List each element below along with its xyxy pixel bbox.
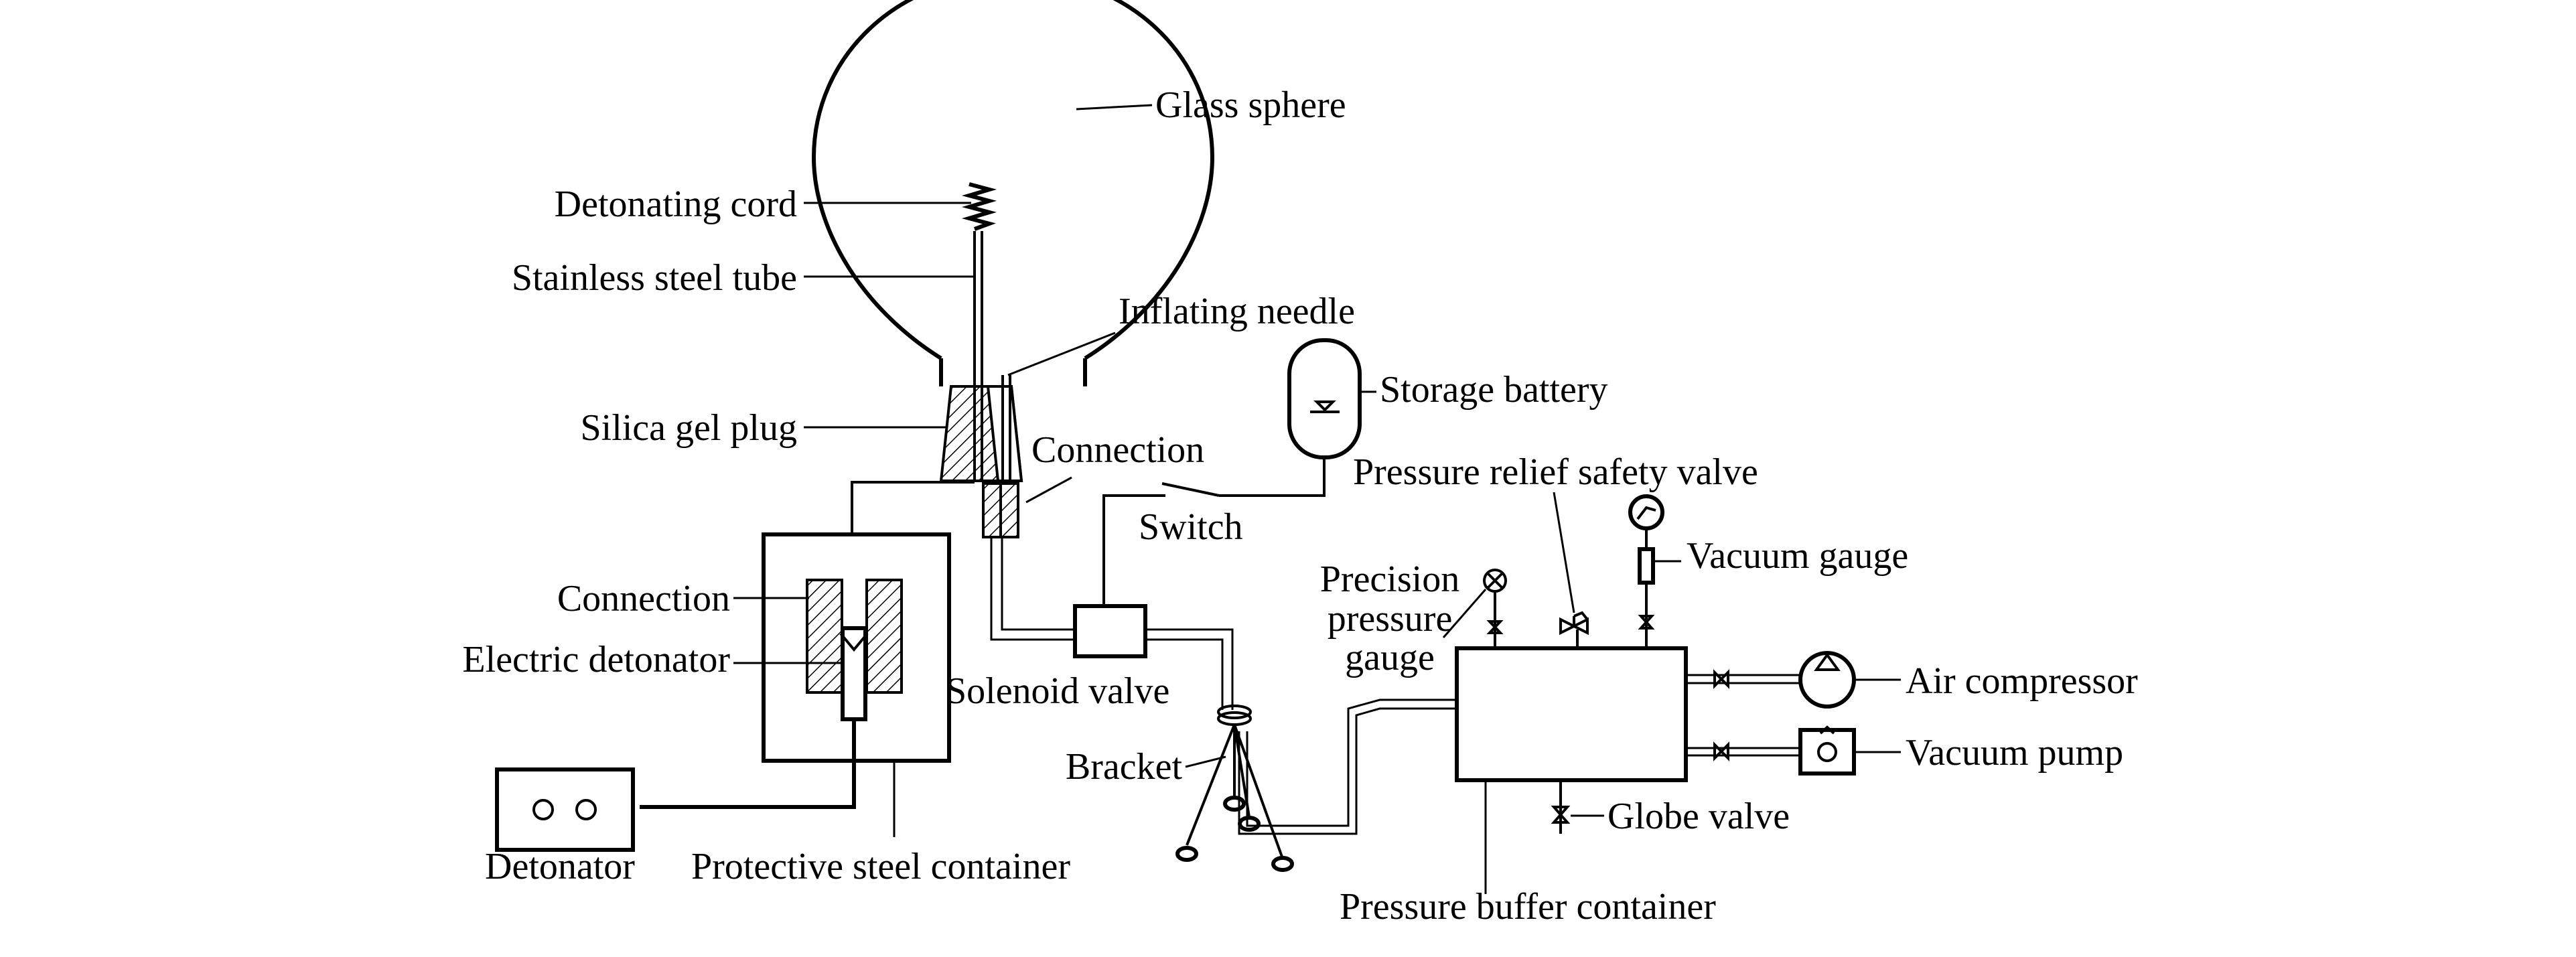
air-compressor-line bbox=[1686, 669, 1800, 689]
label-glass-sphere: Glass sphere bbox=[1155, 84, 1346, 126]
label-pressure-relief-safety-valve: Pressure relief safety valve bbox=[1353, 451, 1758, 493]
label-pressure-buffer-container: Pressure buffer container bbox=[1340, 886, 1716, 928]
vacuum-gauge bbox=[1628, 494, 1664, 648]
label-globe-valve: Globe valve bbox=[1607, 796, 1790, 837]
inflating-needle bbox=[1001, 375, 1011, 482]
label-connection-left: Connection bbox=[557, 578, 730, 619]
label-switch: Switch bbox=[1139, 506, 1243, 548]
label-protective-steel-container: Protective steel container bbox=[691, 846, 1070, 887]
pressure-buffer-container bbox=[1455, 646, 1688, 782]
air-compressor bbox=[1798, 651, 1856, 709]
vacuum-pump bbox=[1798, 725, 1856, 776]
precision-pressure-gauge bbox=[1483, 569, 1507, 648]
bracket-tripod bbox=[1175, 705, 1294, 872]
leader-lines bbox=[733, 104, 1901, 894]
storage-battery bbox=[1287, 338, 1362, 459]
solenoid-valve bbox=[1073, 604, 1147, 658]
gas-line-to-solenoid bbox=[990, 537, 1075, 641]
detonating-cord bbox=[961, 182, 997, 231]
label-detonating-cord: Detonating cord bbox=[555, 183, 797, 225]
label-silica-gel-plug: Silica gel plug bbox=[580, 407, 797, 449]
label-precision-line-3: gauge bbox=[1345, 637, 1435, 678]
pressure-relief-safety-valve bbox=[1559, 611, 1589, 648]
label-vacuum-gauge: Vacuum gauge bbox=[1687, 535, 1908, 577]
vacuum-pump-line bbox=[1686, 741, 1800, 761]
label-precision-line-1: Precision bbox=[1320, 559, 1459, 600]
label-bracket: Bracket bbox=[1066, 746, 1183, 788]
label-storage-battery: Storage battery bbox=[1380, 369, 1608, 411]
switch bbox=[1102, 457, 1326, 606]
glass-sphere bbox=[811, 0, 1215, 386]
label-precision-line-2: pressure bbox=[1328, 598, 1453, 640]
label-electric-detonator: Electric detonator bbox=[462, 639, 730, 680]
detonator-wire-bottom bbox=[640, 719, 856, 809]
label-solenoid-valve: Solenoid valve bbox=[946, 670, 1169, 712]
label-detonator: Detonator bbox=[485, 846, 635, 887]
label-stainless-steel-tube: Stainless steel tube bbox=[512, 257, 797, 299]
globe-valve bbox=[1551, 780, 1571, 834]
label-air-compressor: Air compressor bbox=[1906, 660, 2138, 702]
line-bracket-to-buffer bbox=[1238, 698, 1457, 835]
line-solenoid-to-bracket bbox=[1145, 628, 1234, 710]
label-vacuum-pump: Vacuum pump bbox=[1906, 732, 2123, 774]
label-inflating-needle: Inflating needle bbox=[1119, 291, 1355, 332]
detonator-box bbox=[495, 767, 635, 852]
connection-fitting-top bbox=[982, 482, 1019, 538]
label-connection-top: Connection bbox=[1031, 429, 1204, 471]
electric-detonator-assembly bbox=[806, 579, 903, 721]
